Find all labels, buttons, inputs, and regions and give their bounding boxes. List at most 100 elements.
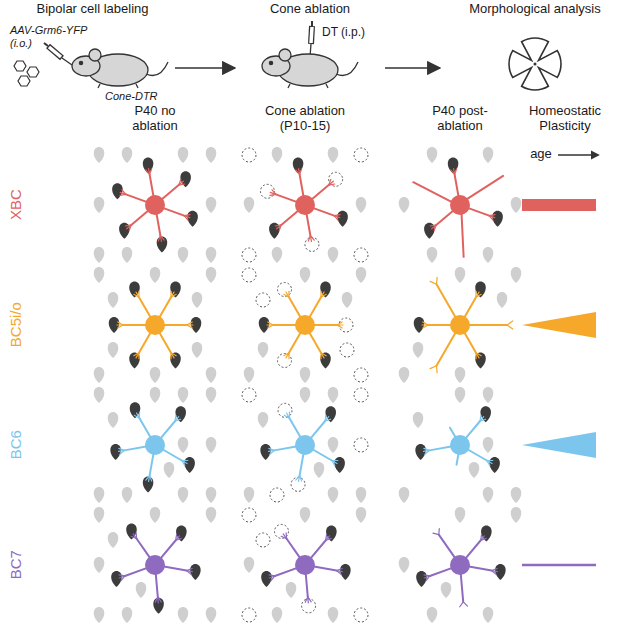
column-heading: P40 no ablation [118,104,193,134]
optic-nerve-head [534,63,537,66]
cone [192,292,203,308]
cone-layer [242,507,368,623]
dendrite-layer [119,412,188,481]
dendrite [489,216,493,221]
dendrite-layer [119,533,192,603]
dendrite [461,574,463,602]
dendrite [146,476,150,481]
dendrite [430,225,436,226]
dendrite [332,461,335,466]
dendrite [182,461,185,466]
dendrite [163,208,184,216]
cone [356,487,367,503]
syringe [44,43,72,65]
dendrite [313,450,332,461]
dendrite [268,325,273,328]
cell-body [295,435,315,455]
cone [111,571,122,587]
cone [448,158,459,174]
cone [328,247,339,263]
dendrite [465,333,477,353]
dendrite [118,322,123,325]
cone [126,523,137,539]
dendrite [123,324,146,326]
cone [320,353,331,369]
cone [416,571,427,587]
dendrite [507,321,513,325]
dendrite [437,284,456,317]
dendrite [321,294,326,297]
dendrite [314,567,337,571]
ablated-cone [260,184,274,198]
cone-layer [399,507,522,623]
ablated-cone [291,477,305,491]
dendrite [163,450,182,461]
cone [94,197,105,213]
cone [150,267,161,283]
dendrite [436,277,438,284]
stage-heading: Morphological analysis [440,2,630,17]
cell-body [450,195,470,215]
cone [260,444,271,460]
ablated-cone [274,524,288,538]
dendrite [137,539,150,558]
dendrite [476,294,481,297]
dendrite [310,333,322,353]
cone [184,457,195,473]
cone [399,487,410,503]
cone [143,158,154,174]
cone [244,487,255,503]
flatmount-outline [509,38,561,90]
dendrite [139,333,151,353]
dendrite [157,214,161,236]
dendrite [150,454,154,476]
dendrite [480,419,486,421]
stage-heading: Bipolar cell labeling [10,2,175,17]
ablated-cone [354,368,368,382]
cell-panel [94,147,217,263]
cell-body [145,195,165,215]
cone [415,444,426,460]
cone [157,236,168,252]
dendrite [468,450,487,461]
dendrite [326,538,332,540]
cone [244,557,255,573]
cell-body [450,555,470,575]
cone [356,507,367,523]
cone [206,267,217,283]
cell-panel [94,387,217,503]
cell-body [295,195,315,215]
stage-heading: Cone ablation [235,2,385,17]
stage-panel: Morphological analysis [440,2,630,104]
cell-panel [242,387,368,503]
dendrite [290,418,301,437]
cone [244,367,255,383]
ablated-cone [354,388,368,402]
dendrite [468,208,489,216]
ablated-cone [305,237,319,251]
stage-panel: Cone ablationDT (i.p.) [235,2,385,104]
dendrite-layer [413,169,503,257]
cone [206,487,217,503]
dendrite [162,185,179,199]
cone [483,387,494,403]
dendrite [164,567,187,571]
dendrite-layer [269,412,338,481]
dendrite [119,448,125,450]
stage-note: Cone-DTR [105,90,175,103]
cone [300,267,311,283]
cone [129,281,140,297]
cone [495,564,506,580]
dendrite [124,447,146,451]
dendrite [119,575,125,576]
cone [455,367,466,383]
column-heading: Homeostatic Plasticity [518,104,613,134]
ablated-cone [242,248,256,262]
cone [108,532,119,548]
cone [427,147,438,163]
dendrite [305,597,308,602]
cone [328,387,339,403]
cone-layer [94,387,217,503]
cone [492,211,503,227]
